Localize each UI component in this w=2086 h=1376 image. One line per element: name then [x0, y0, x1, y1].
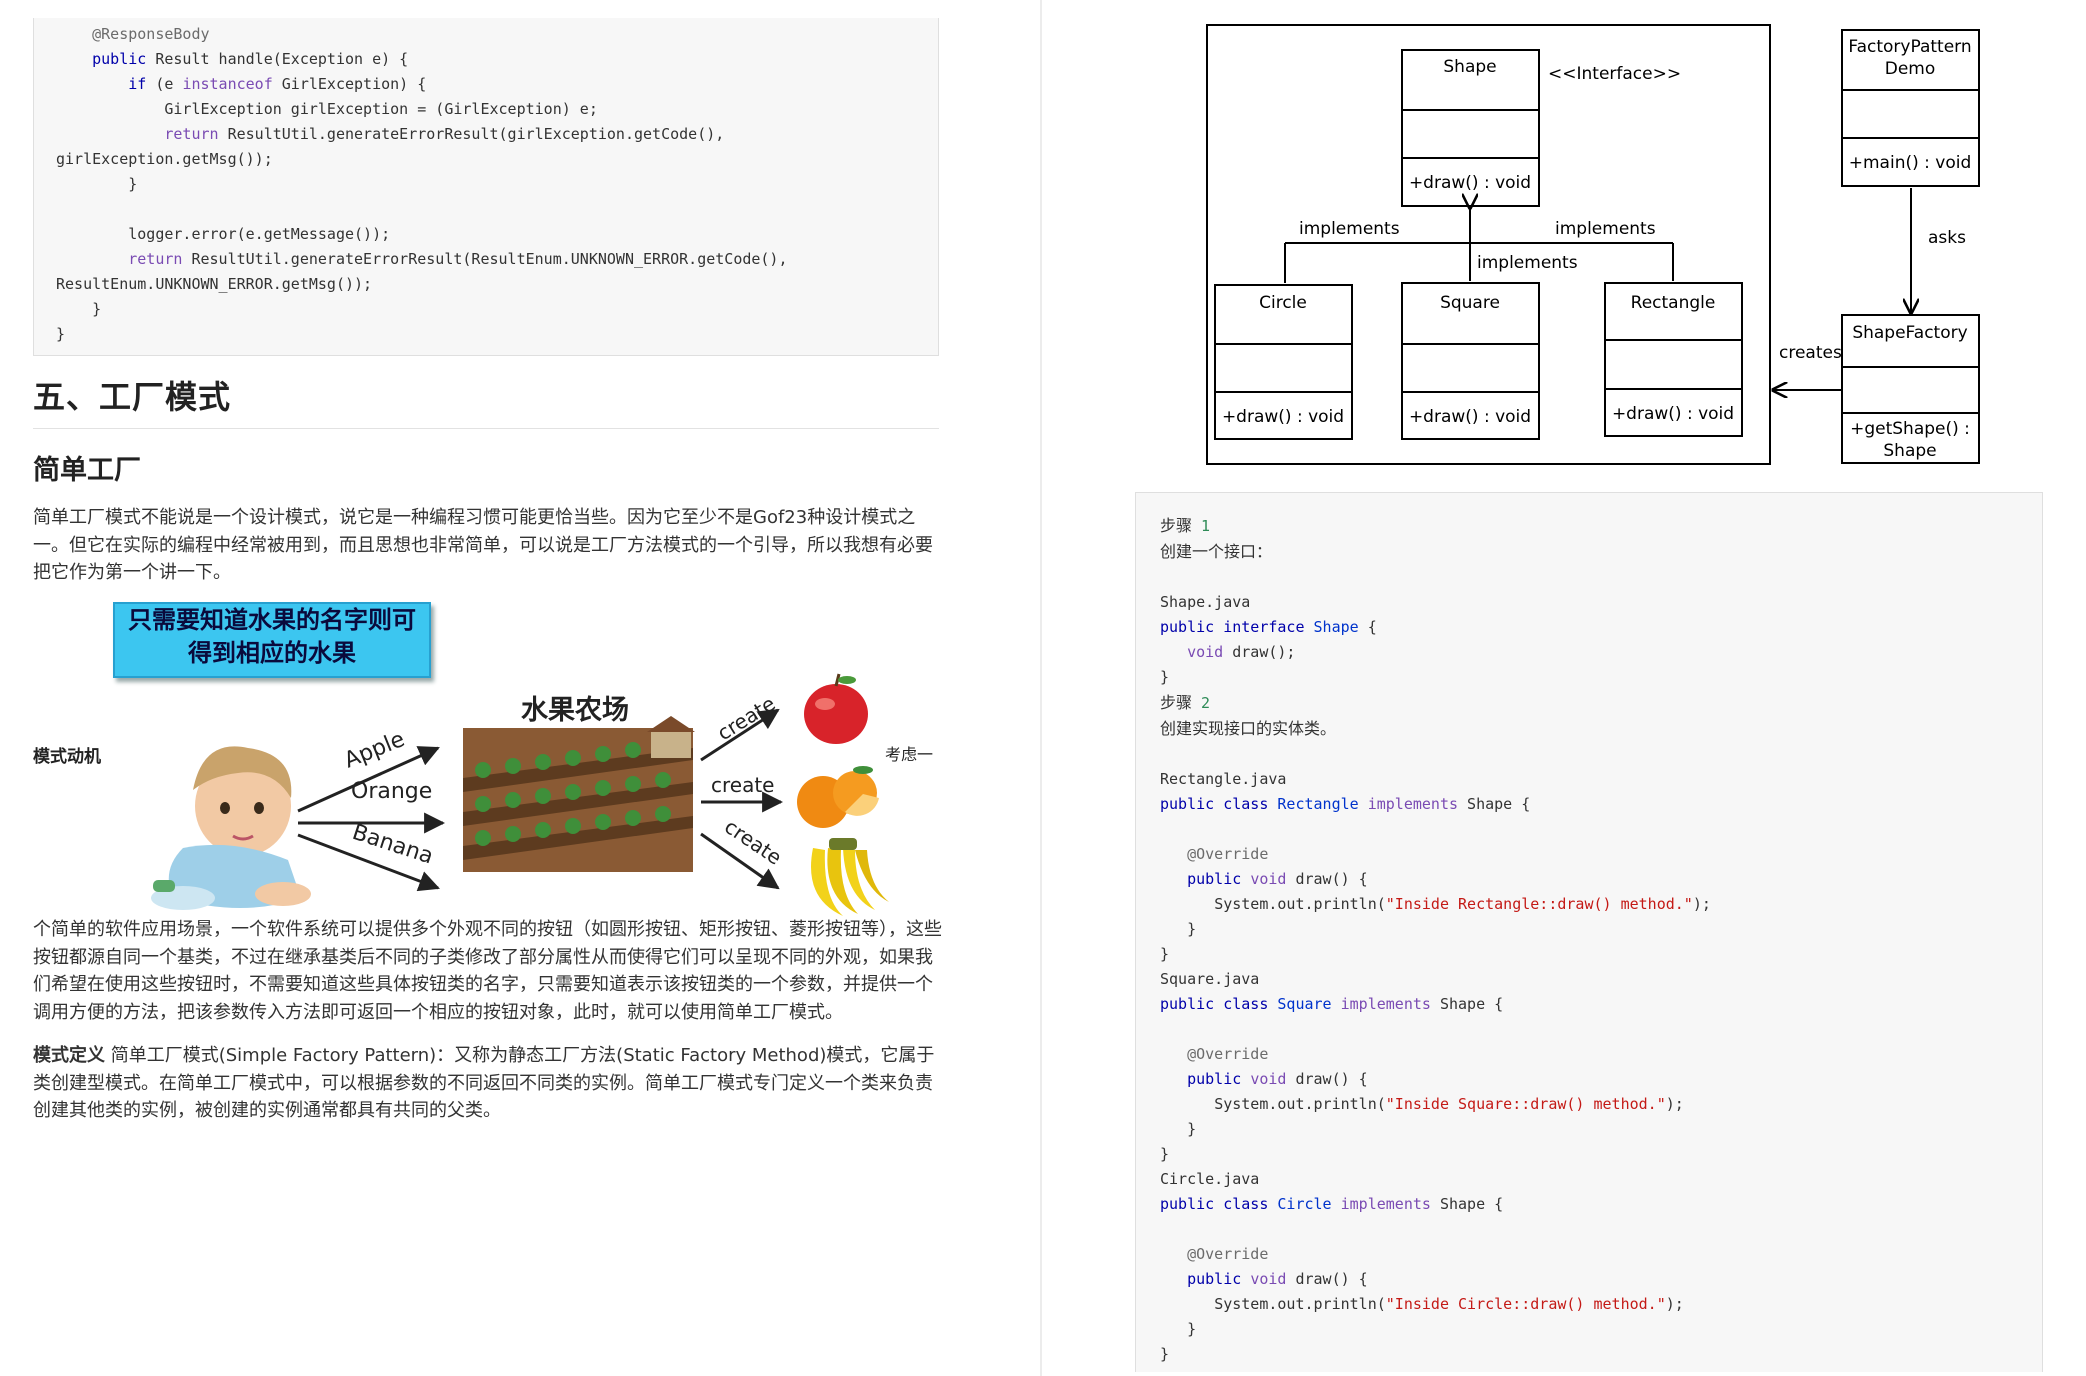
code-block-factory-steps: 步骤 1 创建一个接口： Shape.java public interface… [1135, 492, 2043, 1372]
intro-paragraph: 简单工厂模式不能说是一个设计模式，说它是一种编程习惯可能更恰当些。因为它至少不是… [33, 507, 933, 583]
shape-method: +draw() : void [1409, 173, 1531, 193]
file-name: Square.java [1160, 970, 1260, 988]
class-method: +getShape() : [1850, 419, 1970, 439]
factory-illustration: 只需要知道水果的名字则可 得到相应的水果 模式动机 考虑一 水果农场 [33, 598, 943, 918]
definition-text: 简单工厂模式(Simple Factory Pattern)：又称为静态工厂方法… [33, 1045, 935, 1121]
farm-image [463, 716, 695, 872]
class-method: +draw() : void [1612, 404, 1734, 424]
create-label: create [711, 773, 775, 797]
class-name: Square [1440, 293, 1500, 313]
consider-label: 考虑一 [885, 745, 934, 764]
orange-image [797, 766, 879, 828]
uml-class-demo: FactoryPattern Demo +main() : void [1841, 29, 1980, 187]
uml-class-diagram: Shape +draw() : void <<Interface>> imple… [1205, 18, 2015, 474]
class-method: Shape [1883, 441, 1936, 461]
scenario-paragraph: 个简单的软件应用场景，一个软件系统可以提供多个外观不同的按钮（如圆形按钮、矩形按… [33, 919, 942, 1023]
code-line: } [128, 175, 138, 193]
farm-title: 水果农场 [521, 695, 629, 726]
banner-callout: 只需要知道水果的名字则可 得到相应的水果 [113, 602, 431, 678]
code-line: public void draw() { [1187, 870, 1368, 888]
annotation: @Override [1187, 845, 1269, 863]
left-page: @ResponseBody public Result handle(Excep… [33, 0, 943, 1376]
step-label: 步骤 [1160, 693, 1193, 712]
class-name: Rectangle [1631, 293, 1716, 313]
step-label: 步骤 [1160, 516, 1193, 535]
class-method: +draw() : void [1409, 407, 1531, 427]
class-name: FactoryPattern [1848, 37, 1971, 57]
code-line: return ResultUtil.generateErrorResult(Re… [128, 250, 788, 268]
step-description: 创建实现接口的实体类。 [1160, 719, 1337, 738]
arrow-banana [297, 833, 440, 892]
step-number: 1 [1201, 517, 1211, 535]
implements-label: implements [1477, 253, 1578, 273]
code-line: GirlException girlException = (GirlExcep… [164, 100, 598, 118]
creates-label: creates [1779, 343, 1842, 363]
code-line: System.out.println("Inside Square::draw(… [1214, 1095, 1684, 1113]
arrow-label-orange: Orange [351, 779, 432, 804]
code-line: public class Square implements Shape { [1160, 995, 1504, 1013]
uml-shape-interface: Shape +draw() : void [1401, 49, 1540, 207]
code-line: ResultEnum.UNKNOWN_ERROR.getMsg()); [56, 275, 373, 293]
file-name: Rectangle.java [1160, 770, 1287, 788]
code-line: System.out.println("Inside Rectangle::dr… [1214, 895, 1711, 913]
class-method: +main() : void [1849, 153, 1972, 173]
code-line: return ResultUtil.generateErrorResult(gi… [164, 125, 725, 143]
code-line: void draw(); [1187, 643, 1296, 661]
code-line: public interface Shape { [1160, 618, 1377, 636]
uml-class-rectangle: Rectangle +draw() : void [1604, 282, 1743, 437]
illustration-graphics: Apple Orange Banana create [151, 673, 889, 916]
definition-label: 模式定义 [33, 1045, 105, 1066]
code-line: System.out.println("Inside Circle::draw(… [1214, 1295, 1684, 1313]
subsection-title: 简单工厂 [33, 455, 141, 486]
section-title: 五、工厂模式 [33, 372, 939, 429]
code-line: girlException.getMsg()); [56, 150, 273, 168]
uml-class-circle: Circle +draw() : void [1214, 284, 1353, 440]
file-name: Circle.java [1160, 1170, 1260, 1188]
annotation: @Override [1187, 1045, 1269, 1063]
code-line: public void draw() { [1187, 1070, 1368, 1088]
code-line: } [92, 300, 102, 318]
annotation: @Override [1187, 1245, 1269, 1263]
interface-stereotype: <<Interface>> [1548, 64, 1681, 84]
class-name: ShapeFactory [1852, 323, 1967, 343]
arrow-label-banana: Banana [349, 820, 436, 870]
asks-label: asks [1928, 228, 1966, 248]
create-label: create [720, 814, 786, 869]
class-name: Circle [1259, 293, 1307, 313]
arrow-apple [297, 746, 440, 813]
package-frame [1206, 24, 1771, 465]
uml-class-factory: ShapeFactory +getShape() : Shape [1841, 314, 1980, 464]
code-line: public Result handle(Exception e) { [92, 50, 409, 68]
uml-svg: Shape +draw() : void <<Interface>> imple… [1206, 24, 1980, 465]
code-line: if (e instanceof GirlException) { [128, 75, 427, 93]
step-number: 2 [1201, 694, 1211, 712]
step-description: 创建一个接口： [1160, 542, 1273, 561]
code-block-exception-handler: @ResponseBody public Result handle(Excep… [33, 18, 939, 356]
code-line: } [56, 325, 66, 343]
code-line: public void draw() { [1187, 1270, 1368, 1288]
definition-paragraph: 模式定义 简单工厂模式(Simple Factory Pattern)：又称为静… [33, 1042, 945, 1125]
create-arrow-apple [700, 708, 780, 762]
code-line: public class Circle implements Shape { [1160, 1195, 1504, 1213]
column-divider [1040, 0, 1042, 1376]
implements-label: implements [1299, 219, 1400, 239]
code-line: logger.error(e.getMessage()); [128, 225, 391, 243]
banner-line: 得到相应的水果 [188, 639, 356, 667]
apple-image [804, 673, 868, 744]
implements-label: implements [1555, 219, 1656, 239]
class-name: Demo [1885, 59, 1936, 79]
file-name: Shape.java [1160, 593, 1251, 611]
code-line: public class Rectangle implements Shape … [1160, 795, 1531, 813]
child-figure [151, 746, 311, 910]
shape-name: Shape [1443, 57, 1496, 77]
create-arrow-banana [700, 832, 780, 890]
code-line: @ResponseBody [92, 25, 210, 43]
banner-line: 只需要知道水果的名字则可 [128, 606, 416, 634]
create-label: create [713, 691, 780, 745]
right-page: Shape +draw() : void <<Interface>> imple… [1135, 0, 2046, 1376]
banana-image [811, 838, 889, 916]
motive-label: 模式动机 [33, 747, 101, 767]
class-method: +draw() : void [1222, 407, 1344, 427]
uml-class-square: Square +draw() : void [1401, 282, 1540, 440]
